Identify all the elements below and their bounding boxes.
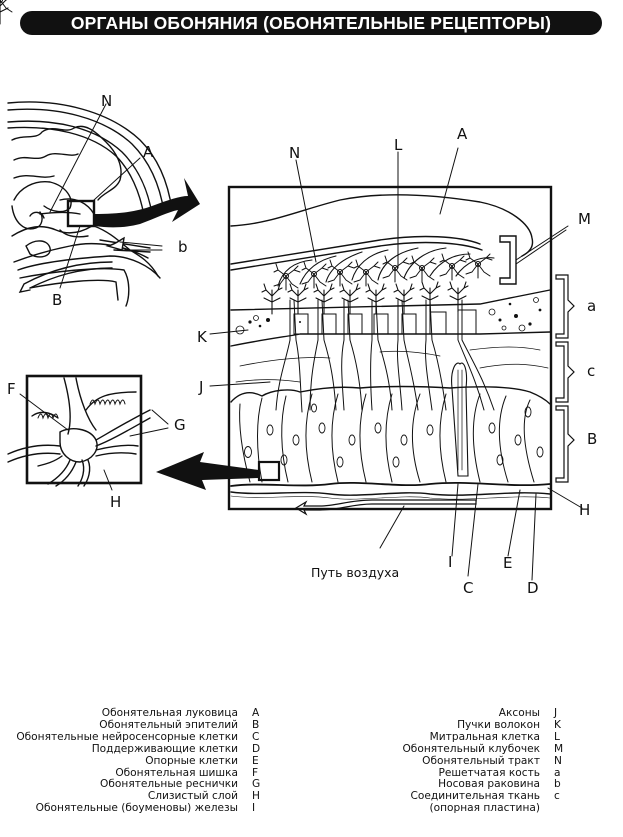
- legend-key: M: [554, 742, 564, 755]
- legend-key: [540, 803, 576, 815]
- legend-key: G: [252, 778, 261, 791]
- label-main-M: M: [578, 210, 591, 228]
- legend-key: J: [554, 707, 558, 719]
- legend-item: Слизистый слой H: [0, 790, 274, 803]
- legend-key: D: [252, 742, 261, 755]
- legend-item: Решетчатая кость a: [300, 766, 576, 780]
- legend-key: N: [554, 754, 562, 767]
- legend-item: Поддерживающие клетки D: [0, 742, 274, 756]
- label-main-H: H: [579, 501, 591, 519]
- label-main-J: J: [199, 378, 204, 396]
- label-bracket-B: B: [587, 430, 598, 448]
- label-air-path: Путь воздуха: [311, 565, 400, 580]
- legend-item: Обонятельная шишка F: [0, 766, 274, 780]
- legend-item: Митральная клетка L: [300, 730, 576, 744]
- label-main-N: N: [289, 144, 301, 162]
- legend-item: Обонятельный тракт N: [300, 754, 576, 768]
- legend-name: Пучки волокон: [457, 718, 540, 731]
- legend-key: b: [554, 778, 561, 791]
- label-head-b: b: [178, 238, 188, 256]
- legend-item: Опорные клетки E: [0, 754, 274, 768]
- legend-name: Обонятельный клубочек: [402, 742, 540, 755]
- legend-key: L: [554, 730, 560, 743]
- legend-item: Обонятельный клубочек M: [300, 742, 576, 756]
- legend-key: a: [554, 766, 561, 779]
- legend-item: Обонятельная луковица A: [0, 707, 274, 720]
- legend-name: Обонятельные нейросенсорные клетки: [16, 730, 238, 743]
- label-inset-G: G: [174, 416, 186, 434]
- legend-name: Решетчатая кость: [438, 766, 540, 779]
- legend-item: Соединительная ткань c: [300, 790, 576, 803]
- legend-key: F: [252, 766, 259, 779]
- label-inset-F: F: [7, 380, 16, 398]
- legend-right: Аксоны J Пучки волокон K Митральная клетка…: [300, 707, 576, 815]
- legend-item: (опорная пластина): [300, 802, 576, 815]
- legend-name: Поддерживающие клетки: [91, 742, 238, 755]
- legend-name: Аксоны: [498, 707, 540, 719]
- legend-name: Митральная клетка: [429, 730, 540, 743]
- inset-box: [25, 374, 143, 485]
- label-main-D: D: [527, 579, 539, 597]
- label-head-A: A: [143, 143, 154, 161]
- page-title: ОРГАНЫ ОБОНЯНИЯ (ОБОНЯТЕЛЬНЫЕ РЕЦЕПТОРЫ): [20, 11, 602, 35]
- label-main-E: E: [503, 554, 513, 572]
- legend-key: B: [252, 718, 260, 731]
- head-magnifier-box: [66, 199, 96, 228]
- legend-item: Носовая раковина b: [300, 779, 576, 791]
- legend-key: E: [252, 754, 259, 767]
- label-head-N: N: [101, 92, 113, 110]
- legend-key: I: [252, 802, 256, 815]
- legend-name: Соединительная ткань: [410, 790, 540, 803]
- label-main-A: A: [457, 125, 468, 143]
- head-section: [7, 101, 173, 307]
- main-section-box: [227, 185, 553, 511]
- legend-item: Аксоны J: [300, 707, 576, 720]
- legend-name: Обонятельные реснички: [100, 778, 238, 791]
- label-head-B: B: [52, 291, 63, 309]
- legend-item: Пучки волокон K: [300, 718, 576, 732]
- legend-name: Слизистый слой: [147, 790, 238, 803]
- legend-key: K: [554, 718, 561, 731]
- legend-key: H: [252, 790, 260, 803]
- legend-key: A: [252, 707, 260, 719]
- main-magnifier-box: [257, 460, 281, 482]
- legend-name: Обонятельные (боуменовы) железы: [35, 802, 238, 815]
- legend-name: Носовая раковина: [438, 778, 540, 791]
- label-main-K: K: [197, 328, 207, 346]
- legend-key: c: [554, 790, 560, 803]
- legend-left: Обонятельная луковица A Обонятельный эпит…: [0, 707, 274, 815]
- label-main-L: L: [394, 136, 403, 154]
- legend-name: Опорные клетки: [145, 754, 238, 767]
- label-main-C: C: [463, 579, 474, 597]
- legend-name: Обонятельная луковица: [101, 707, 238, 719]
- legend-item: Обонятельные (боуменовы) железы I: [0, 802, 274, 815]
- legend-key: C: [252, 730, 260, 743]
- legend-name: Обонятельный эпителий: [99, 718, 238, 731]
- label-main-I: I: [448, 553, 453, 571]
- legend-item: Обонятельные нейросенсорные клетки C: [0, 730, 274, 744]
- label-bracket-a: a: [587, 297, 597, 315]
- legend-item: Обонятельный эпителий B: [0, 718, 274, 732]
- legend-item: Обонятельные реснички G: [0, 779, 274, 791]
- legend-name: Обонятельная шишка: [115, 766, 238, 779]
- legend-name: (опорная пластина): [429, 802, 540, 815]
- label-bracket-c: c: [587, 362, 596, 380]
- legend-name: Обонятельный тракт: [422, 754, 540, 767]
- label-inset-H: H: [110, 493, 122, 511]
